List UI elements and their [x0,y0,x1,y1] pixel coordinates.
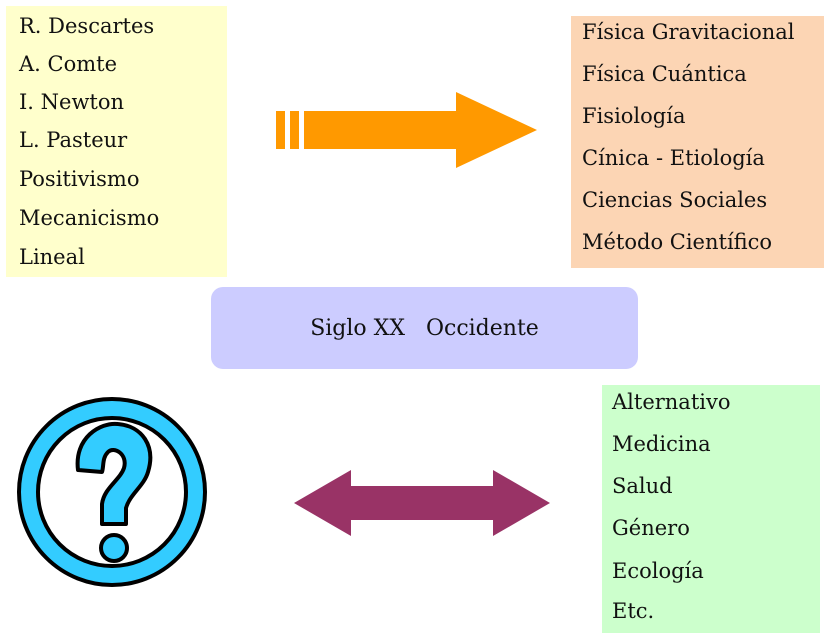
double-arrow-icon [294,470,550,536]
center-label-box: Siglo XX Occidente [211,287,638,369]
right-list-item: Método Científico [582,230,773,254]
bottom-list-item: Salud [612,474,673,498]
question-mark-icon [17,397,207,587]
left-list-box: R. Descartes A. Comte I. Newton L. Paste… [6,6,227,277]
left-list-item: A. Comte [19,52,118,76]
center-label: Siglo XX Occidente [310,315,539,341]
right-list-item: Física Gravitacional [582,20,795,44]
bottom-list-item: Medicina [612,432,711,456]
bottom-list-item: Género [612,516,690,540]
bottom-list-item: Alternativo [612,390,731,414]
right-list-item: Fisiología [582,104,686,128]
right-list-item: Cínica - Etiología [582,146,765,170]
left-list-item: Positivismo [19,167,140,191]
left-list-item: L. Pasteur [19,128,128,152]
bottom-list-item: Etc. [612,599,655,623]
left-list-item: Lineal [19,245,85,269]
left-list-item: I. Newton [19,90,125,114]
right-list-item: Física Cuántica [582,62,747,86]
bottom-list-box: Alternativo Medicina Salud Género Ecolog… [602,385,820,633]
left-list-item: R. Descartes [19,14,155,38]
arrow-right-icon [276,92,537,168]
left-list-item: Mecanicismo [19,206,160,230]
bottom-list-item: Ecología [612,559,704,583]
right-list-box: Física Gravitacional Física Cuántica Fis… [571,16,824,268]
right-list-item: Ciencias Sociales [582,188,768,212]
